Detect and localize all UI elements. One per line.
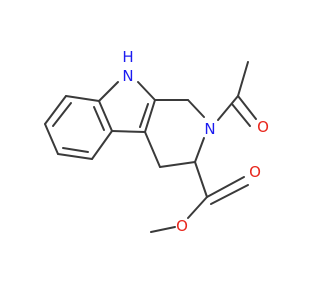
bond — [144, 99, 156, 133]
bond — [65, 95, 100, 102]
bond — [91, 130, 113, 160]
bond — [206, 176, 245, 198]
bond — [194, 161, 208, 198]
bond — [137, 81, 156, 101]
bond — [44, 95, 67, 125]
atom-o-label-acetyl: O — [257, 118, 269, 136]
bond — [57, 153, 93, 160]
bond — [194, 137, 205, 163]
bond — [237, 95, 257, 120]
atom-o-label-carbonyl: O — [249, 163, 261, 181]
bond — [159, 161, 196, 168]
bond — [98, 100, 113, 132]
acetyl-group — [217, 61, 257, 127]
atom-label-indole-nh: H N — [122, 48, 133, 85]
bond — [44, 123, 59, 155]
double-bond-inner — [62, 147, 89, 153]
methyl-ester-group — [150, 161, 249, 233]
bond — [144, 131, 161, 168]
bond — [111, 130, 146, 133]
piperidine-ring — [144, 99, 205, 168]
atom-o-label-ester: O — [176, 217, 188, 235]
double-bond-inner — [52, 102, 72, 127]
double-bond-inner — [210, 184, 249, 205]
double-bond-inner — [139, 103, 149, 128]
bond — [217, 95, 239, 121]
atom-h-label: H — [122, 48, 133, 66]
double-bond-inner — [231, 103, 251, 127]
bond — [187, 196, 208, 219]
molecule-structure: H N N O O O — [44, 48, 269, 235]
atom-n-label: N — [122, 67, 133, 85]
bond — [187, 99, 205, 118]
bond — [237, 61, 249, 97]
bond — [150, 226, 176, 233]
benzene-ring — [44, 95, 113, 160]
atom-n-label-ring: N — [204, 120, 215, 138]
double-bond-inner — [93, 106, 105, 131]
pyrrole-ring — [98, 81, 156, 133]
bond — [98, 81, 119, 102]
